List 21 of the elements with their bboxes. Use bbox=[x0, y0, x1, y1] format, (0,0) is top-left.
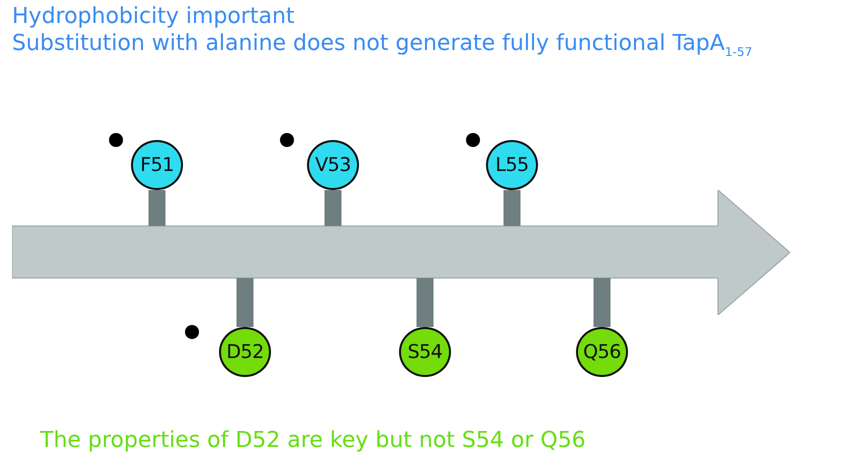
stalk-connector bbox=[148, 190, 166, 226]
stalk-connector bbox=[324, 190, 342, 226]
residue-label: V53 bbox=[315, 154, 351, 176]
residue-label: Q56 bbox=[583, 341, 621, 363]
heading-note: Substitution with alanine does not generate fully functional TapA$_{1-57}$ bbox=[12, 31, 752, 60]
residue-label: S54 bbox=[408, 341, 442, 363]
stalk-connector bbox=[236, 278, 254, 327]
residue-circle bbox=[486, 140, 538, 190]
stalk-connector bbox=[416, 278, 434, 327]
residue-circle bbox=[576, 327, 628, 377]
residue-label: D52 bbox=[226, 341, 264, 363]
residue-circle bbox=[219, 327, 271, 377]
residue-circle bbox=[307, 140, 359, 190]
conclusion-note: The properties of D52 are key but not S54 or Q56 bbox=[40, 428, 586, 454]
residue-circle bbox=[399, 327, 451, 377]
residue-label: L55 bbox=[495, 154, 529, 176]
stalk-connector bbox=[504, 190, 520, 226]
residue-label: F51 bbox=[140, 154, 174, 176]
stalk-connector bbox=[594, 278, 610, 327]
residue-circle bbox=[131, 140, 183, 190]
heading-note: Hydrophobicity important bbox=[12, 4, 295, 30]
